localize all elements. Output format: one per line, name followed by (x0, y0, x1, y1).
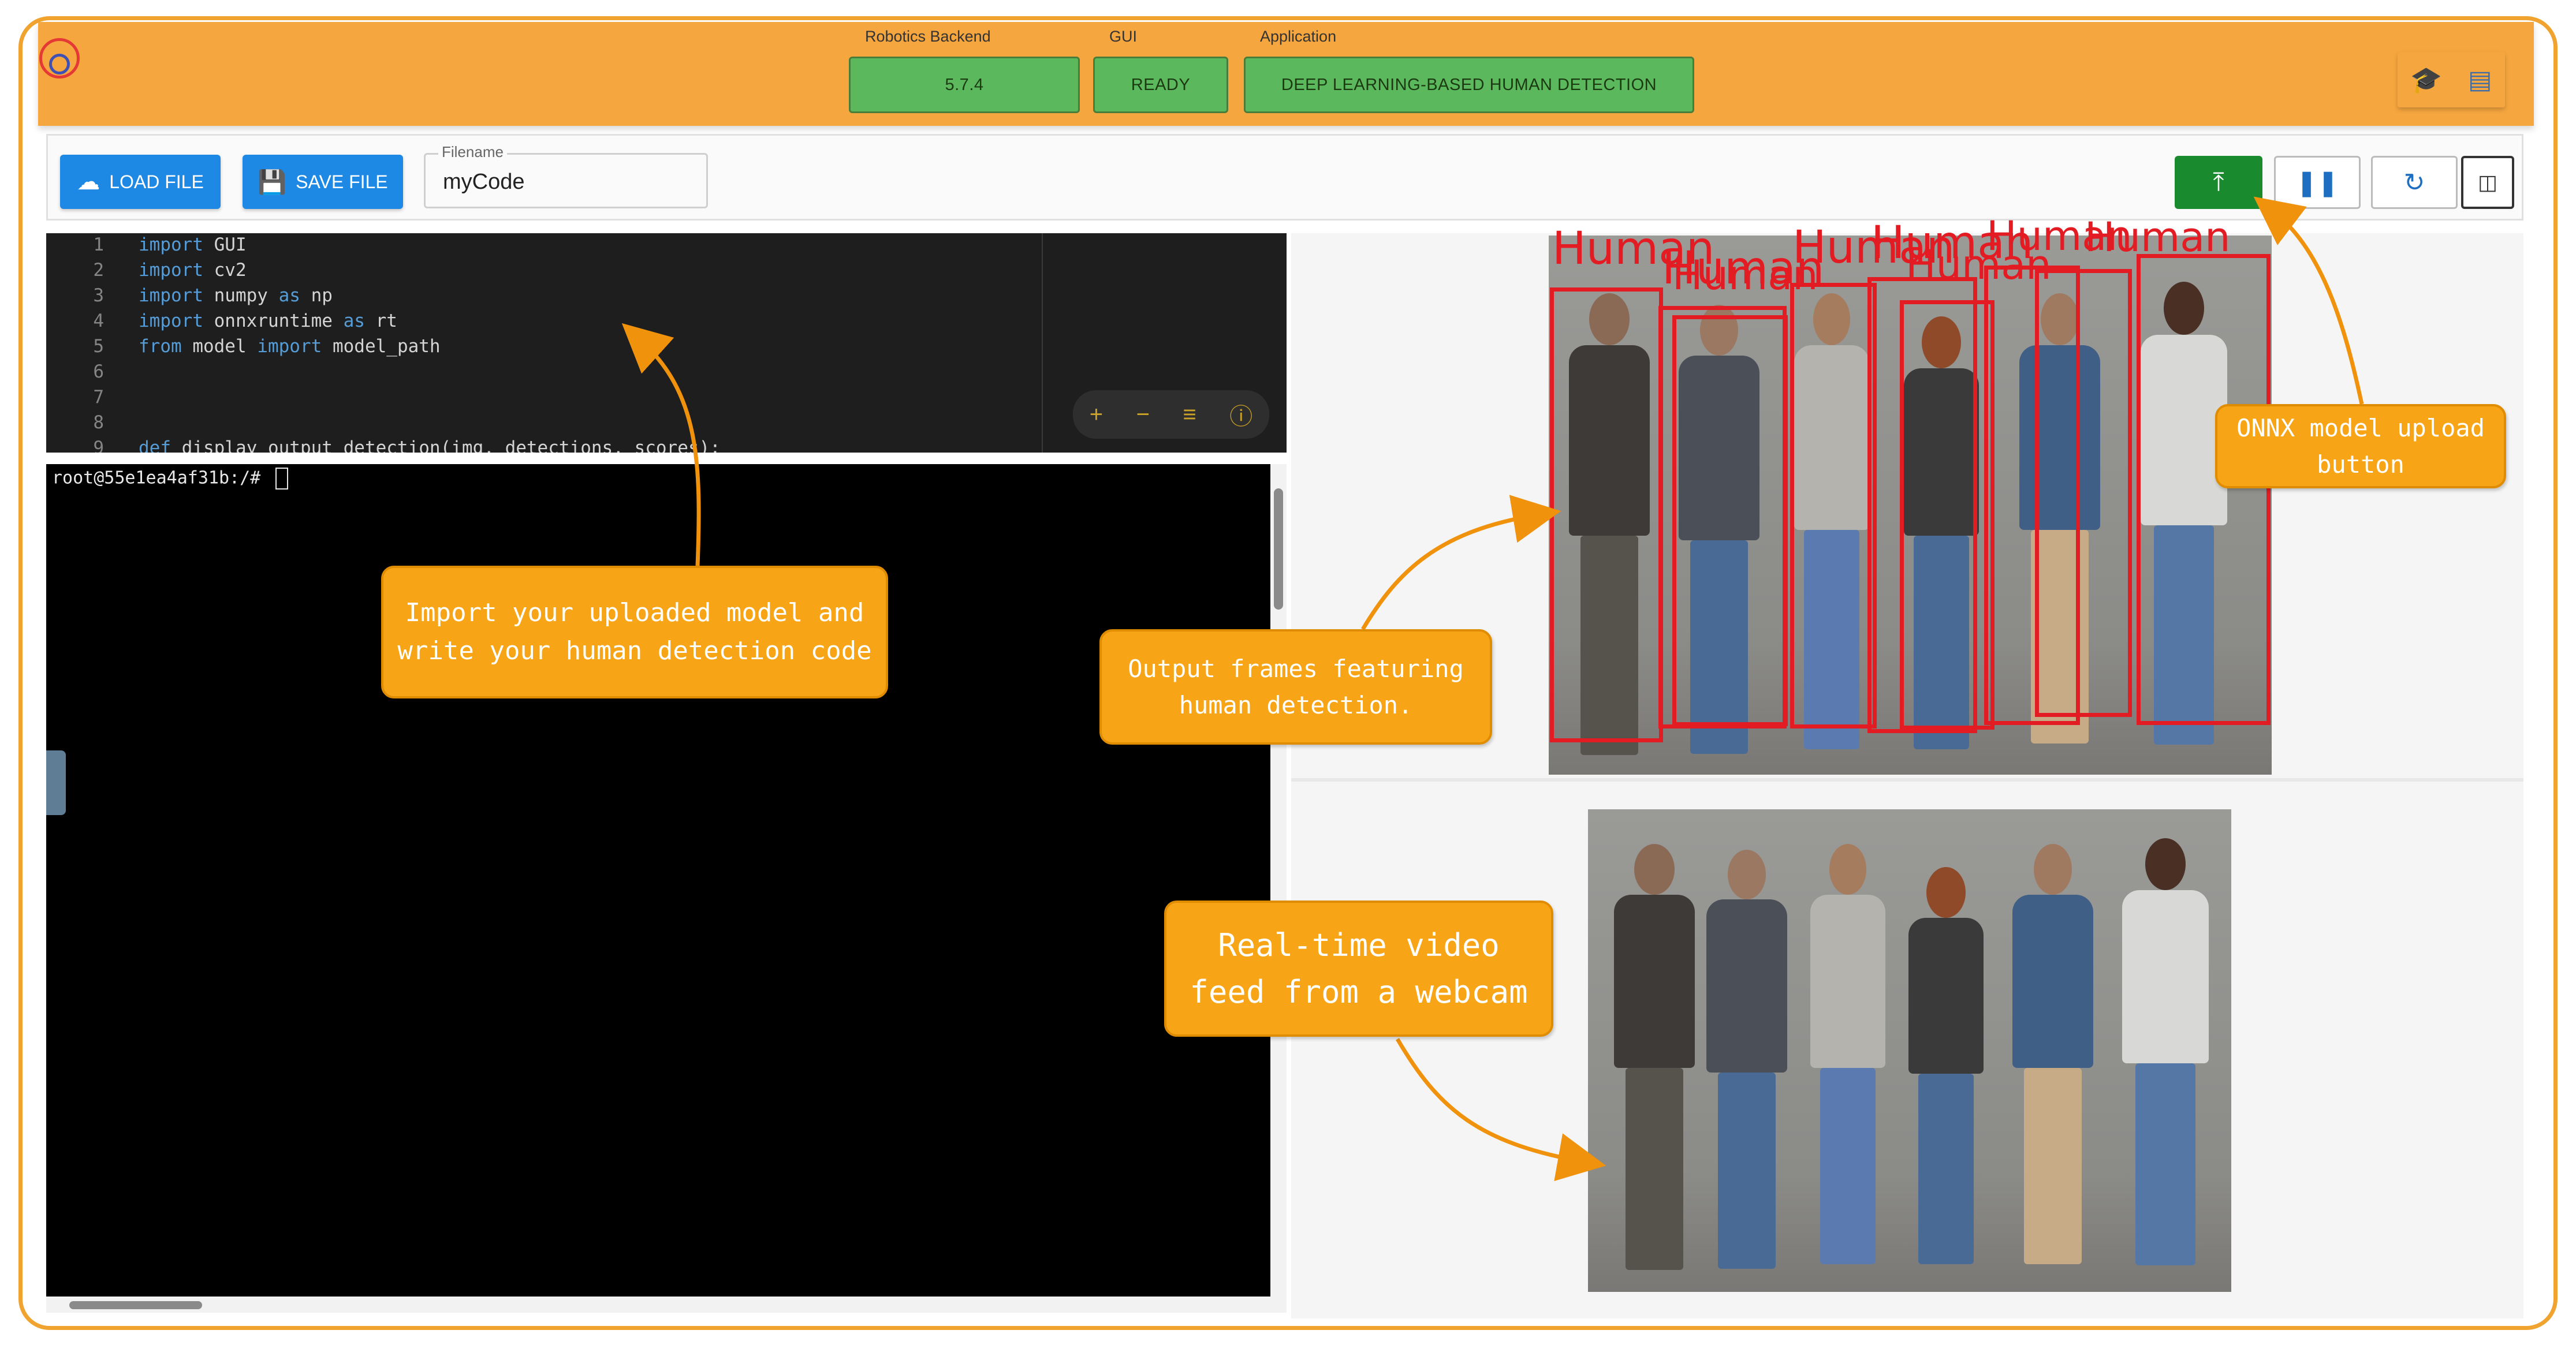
save-file-button[interactable]: 💾 SAVE FILE (243, 155, 403, 209)
output-frame (1549, 236, 2272, 775)
person-figure (1906, 867, 1986, 1271)
reset-button[interactable]: ↻ (2371, 156, 2458, 209)
terminal-vertical-scrollbar[interactable] (1270, 464, 1287, 1297)
detection-label: Human (1792, 222, 1955, 274)
filename-field[interactable]: Filename myCode (424, 143, 708, 208)
info-icon[interactable]: ⓘ (1229, 404, 1253, 429)
chat-icon[interactable]: ▤ (2468, 65, 2492, 94)
format-icon[interactable]: ≡ (1183, 401, 1196, 427)
status-gui-caption: GUI (1109, 28, 1138, 45)
person-figure (1611, 844, 1698, 1283)
detection-box (2035, 269, 2132, 717)
cloud-upload-icon: ☁ (77, 169, 100, 195)
zoom-in-icon[interactable]: + (1089, 401, 1104, 427)
callout-webcam: Real-time video feed from a webcam (1164, 901, 1553, 1037)
editor-minimap-divider (1042, 233, 1043, 453)
save-file-label: SAVE FILE (296, 171, 388, 192)
panel-toggle-handle[interactable] (46, 750, 66, 815)
upload-model-button[interactable]: ⤒ (2175, 156, 2262, 209)
detection-label: Human (1552, 223, 1715, 275)
status-backend: Robotics Backend 5.7.4 (849, 28, 1080, 113)
graduation-cap-icon[interactable]: 🎓 (2410, 66, 2443, 94)
person-figure (2138, 282, 2230, 761)
detection-box (1790, 283, 1877, 728)
monitor-button[interactable]: ◫ (2461, 156, 2514, 209)
status-application-value: DEEP LEARNING-BASED HUMAN DETECTION (1244, 57, 1694, 113)
person-figure (2010, 844, 2096, 1271)
code-line: 7 (93, 387, 104, 408)
status-backend-value: 5.7.4 (849, 57, 1080, 113)
detection-label: Human (2085, 214, 2231, 261)
terminal-cursor (275, 468, 289, 490)
person-figure (1807, 844, 1888, 1271)
detection-box (1984, 266, 2080, 725)
terminal-line: root@55e1ea4af31b:/# (52, 468, 289, 490)
upload-icon: ⤒ (2213, 168, 2224, 196)
detection-box (1672, 315, 1788, 726)
status-application-caption: Application (1260, 28, 1337, 45)
status-backend-caption: Robotics Backend (865, 28, 991, 45)
zoom-out-icon[interactable]: − (1136, 401, 1150, 427)
pause-icon: ❚❚ (2296, 168, 2339, 197)
top-right-tools: 🎓 ▤ (2398, 52, 2505, 107)
code-line: 6 (93, 361, 104, 382)
load-file-label: LOAD FILE (109, 171, 204, 192)
detection-box (1867, 277, 1977, 733)
callout-code-line-2: write your human detection code (397, 636, 872, 666)
callout-code: Import your uploaded model and write you… (381, 566, 888, 698)
callout-output: Output frames featuring human detection. (1099, 629, 1492, 745)
person-figure (1566, 293, 1653, 767)
detection-label: Human (1986, 212, 2133, 260)
detection-label: Human (1662, 242, 1825, 294)
callout-webcam-line-1: Real-time video (1218, 927, 1500, 963)
person-figure (1703, 850, 1790, 1277)
terminal-prompt: root@55e1ea4af31b:/# (52, 468, 271, 488)
panel-divider[interactable] (1291, 778, 2523, 782)
filename-label: Filename (438, 143, 507, 161)
logo-icon (39, 38, 80, 79)
callout-output-line-1: Output frames featuring (1128, 655, 1464, 683)
editor-controls: + − ≡ ⓘ (1073, 390, 1269, 439)
callout-upload-line-1: ONNX model upload (2236, 414, 2485, 442)
webcam-feed (1588, 809, 2231, 1292)
code-line: 8 (93, 412, 104, 433)
person-figure (1676, 305, 1762, 767)
status-application: Application DEEP LEARNING-BASED HUMAN DE… (1244, 28, 1694, 113)
terminal-horizontal-scrollbar[interactable] (46, 1297, 1287, 1313)
person-figure (1791, 293, 1872, 761)
status-gui: GUI READY (1093, 28, 1228, 113)
outer-frame (18, 16, 2558, 1330)
callout-output-line-2: human detection. (1179, 691, 1413, 719)
callout-upload-line-2: button (2317, 450, 2404, 479)
floppy-icon: 💾 (258, 169, 287, 195)
filename-value: myCode (443, 170, 525, 194)
status-gui-value: READY (1093, 57, 1228, 113)
detection-box (1900, 300, 1995, 730)
callout-upload: ONNX model upload button (2215, 404, 2506, 488)
detection-label: Human (1906, 241, 2052, 289)
detection-label: Human (1672, 252, 1818, 299)
detection-box (2137, 254, 2271, 725)
person-figure (1901, 316, 1982, 761)
detection-label: Human (1871, 217, 2034, 269)
callout-webcam-line-2: feed from a webcam (1190, 974, 1528, 1010)
monitor-icon: ◫ (2477, 170, 2497, 194)
refresh-icon: ↻ (2403, 168, 2425, 197)
callout-code-line-1: Import your uploaded model and (405, 598, 864, 627)
load-file-button[interactable]: ☁ LOAD FILE (60, 155, 221, 209)
person-figure (2119, 838, 2212, 1277)
